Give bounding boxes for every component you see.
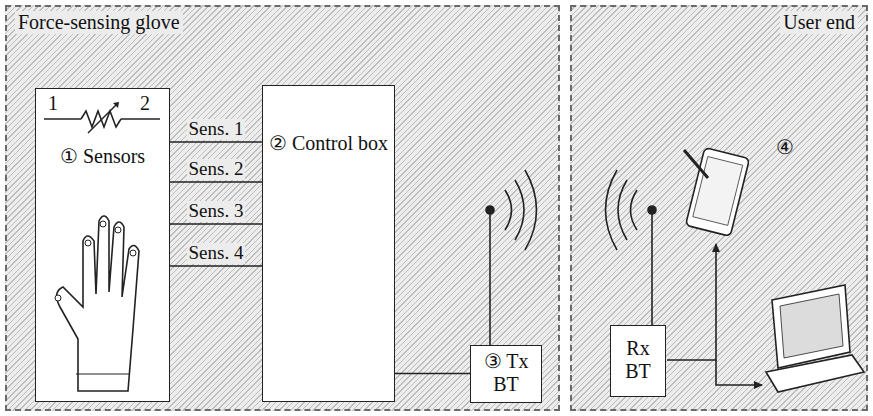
signal-wire: [170, 223, 262, 225]
fingertip-sensor: [55, 295, 61, 301]
fingertip-sensor: [115, 227, 121, 233]
callout-number: ④: [776, 136, 794, 158]
box-label: ② Control box: [267, 132, 390, 155]
wire-label: Sens. 3: [187, 201, 246, 222]
panel-title: User end: [780, 11, 858, 34]
region-panel: Force-sensing glove ① Sensors ② Control bo…: [5, 5, 560, 411]
box-label: Rx BT: [615, 337, 661, 383]
receiver-box: Rx BT: [610, 325, 666, 397]
wire-label: Sens. 4: [187, 243, 246, 264]
region-panel: User end Rx BT: [570, 5, 868, 411]
control-box: ② Control box: [262, 85, 395, 402]
device-arrows: [667, 244, 762, 385]
stylus: [684, 150, 708, 178]
tx-antenna: [486, 170, 537, 345]
glove-cuff: [76, 373, 130, 374]
variable-arrow: [88, 103, 118, 133]
fingertip-sensor: [100, 221, 106, 227]
signal-wire: [170, 265, 262, 267]
resistor-lead: [44, 118, 81, 120]
terminal-number: 1: [48, 92, 58, 114]
glove-illustration: [36, 89, 167, 399]
variable-arrow-head: [113, 102, 119, 108]
resistor-symbol: [81, 111, 121, 127]
signal-wire: [395, 373, 470, 375]
wire-label: Sens. 1: [187, 119, 246, 140]
resistor-lead: [121, 118, 160, 120]
sensor-box: ① Sensors: [35, 88, 170, 402]
box-label: ① Sensors: [40, 145, 165, 168]
box-label: ③ Tx BT: [475, 350, 537, 396]
panel-title: Force-sensing glove: [15, 11, 183, 34]
laptop-icon: [766, 285, 864, 392]
transmitter-box: ③ Tx BT: [470, 345, 542, 403]
signal-wire: [170, 181, 262, 183]
fingertip-sensor: [85, 240, 91, 246]
rx-antenna: [606, 170, 657, 325]
fingertip-sensor: [130, 250, 136, 256]
wire-label: Sens. 2: [187, 159, 246, 180]
glove-outline: [57, 216, 139, 391]
terminal-number: 2: [140, 92, 150, 114]
signal-wire: [170, 141, 262, 143]
